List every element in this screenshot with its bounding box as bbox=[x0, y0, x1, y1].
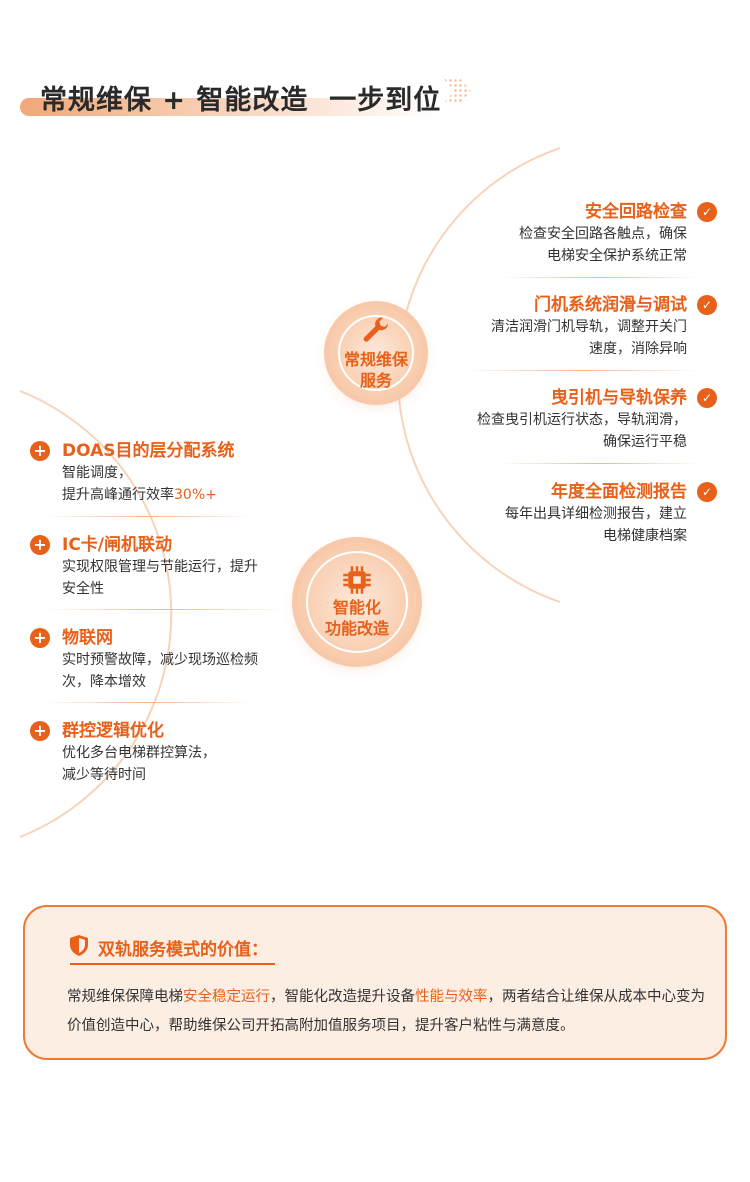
item-desc: 速度，消除异响 bbox=[589, 341, 687, 357]
item-title: 物联网 bbox=[62, 628, 113, 648]
regular-service-node: 常规维保 服务 bbox=[330, 307, 422, 399]
title-highlight-bar bbox=[20, 98, 440, 116]
regular-node-line2: 服务 bbox=[359, 371, 392, 390]
value-panel bbox=[23, 905, 727, 1060]
divider bbox=[45, 609, 285, 610]
divider bbox=[500, 277, 700, 278]
check-icon: ✓ bbox=[697, 388, 717, 408]
regular-node-line1: 常规维保 bbox=[343, 350, 408, 369]
regular-item-2: 门机系统润滑与调试 清洁润滑门机导轨，调整开关门 速度，消除异响 bbox=[491, 294, 687, 360]
item-desc: 减少等待时间 bbox=[62, 767, 146, 783]
text: 常规维保保障电梯 bbox=[67, 989, 183, 1005]
plus-icon: + bbox=[30, 628, 50, 648]
smart-item-1: DOAS目的层分配系统 智能调度， 提升高峰通行效率30%+ bbox=[62, 440, 235, 506]
item-desc: 确保运行平稳 bbox=[603, 434, 687, 450]
item-desc: 电梯安全保护系统正常 bbox=[547, 248, 687, 264]
item-title: DOAS目的层分配系统 bbox=[62, 441, 235, 461]
smart-item-4: 群控逻辑优化 优化多台电梯群控算法， 减少等待时间 bbox=[62, 720, 216, 786]
chip-icon bbox=[343, 566, 371, 594]
check-icon: ✓ bbox=[697, 482, 717, 502]
divider bbox=[500, 463, 700, 464]
smart-arc bbox=[19, 390, 173, 838]
item-desc: 智能调度， bbox=[62, 465, 132, 481]
plus-icon: + bbox=[30, 535, 50, 555]
item-desc: 安全性 bbox=[62, 581, 104, 597]
efficiency-highlight: 30%+ bbox=[174, 487, 217, 503]
smart-item-2: IC卡/闸机联动 实现权限管理与节能运行，提升 安全性 bbox=[62, 534, 258, 600]
smart-upgrade-node: 智能化 功能改造 bbox=[298, 543, 416, 661]
item-desc: 优化多台电梯群控算法， bbox=[62, 745, 216, 761]
divider bbox=[45, 516, 250, 517]
regular-item-4: 年度全面检测报告 每年出具详细检测报告，建立 电梯健康档案 bbox=[505, 481, 687, 547]
item-desc: 检查曳引机运行状态，导轨润滑， bbox=[477, 412, 687, 428]
item-desc: 清洁润滑门机导轨，调整开关门 bbox=[491, 319, 687, 335]
check-icon: ✓ bbox=[697, 295, 717, 315]
item-desc: 每年出具详细检测报告，建立 bbox=[505, 506, 687, 522]
regular-item-1: 安全回路检查 检查安全回路各触点，确保 电梯安全保护系统正常 bbox=[519, 201, 687, 267]
divider bbox=[45, 702, 250, 703]
check-icon: ✓ bbox=[697, 202, 717, 222]
wrench-icon bbox=[363, 317, 388, 342]
item-desc: 次，降本增效 bbox=[62, 674, 146, 690]
smart-item-3: 物联网 实时预警故障，减少现场巡检频 次，降本增效 bbox=[62, 627, 258, 693]
value-title: 双轨服务模式的价值： bbox=[98, 940, 268, 960]
divider bbox=[465, 370, 700, 371]
item-desc: 提升高峰通行效率30%+ bbox=[62, 484, 235, 506]
highlight-safety: 安全稳定运行 bbox=[183, 989, 270, 1005]
item-title: 群控逻辑优化 bbox=[62, 721, 164, 741]
item-title: 曳引机与导轨保养 bbox=[551, 388, 687, 408]
item-desc: 检查安全回路各触点，确保 bbox=[519, 226, 687, 242]
text: ，两者结合让维保从成本中心变为价值创造中心，帮助维保公司开拓高附加值服务项目，提… bbox=[67, 989, 705, 1034]
regular-item-3: 曳引机与导轨保养 检查曳引机运行状态，导轨润滑， 确保运行平稳 bbox=[477, 387, 687, 453]
text: ，智能化改造提升设备 bbox=[270, 989, 415, 1005]
item-title: IC卡/闸机联动 bbox=[62, 535, 173, 555]
plus-icon: + bbox=[30, 721, 50, 741]
page-title: 常规维保 + 智能改造 一步到位 bbox=[40, 85, 442, 116]
item-desc: 实现权限管理与节能运行，提升 bbox=[62, 559, 258, 575]
smart-node-line2: 功能改造 bbox=[324, 619, 389, 638]
item-title: 门机系统润滑与调试 bbox=[534, 295, 687, 315]
shield-icon bbox=[70, 935, 88, 956]
desc-text: 提升高峰通行效率 bbox=[62, 487, 174, 503]
plus-icon: + bbox=[30, 441, 50, 461]
smart-node-line1: 智能化 bbox=[332, 598, 381, 617]
item-title: 年度全面检测报告 bbox=[551, 482, 687, 502]
item-desc: 实时预警故障，减少现场巡检频 bbox=[62, 652, 258, 668]
item-desc: 电梯健康档案 bbox=[603, 528, 687, 544]
highlight-performance: 性能与效率 bbox=[415, 989, 488, 1005]
value-text: 常规维保保障电梯安全稳定运行，智能化改造提升设备性能与效率，两者结合让维保从成本… bbox=[67, 983, 707, 1041]
item-title: 安全回路检查 bbox=[585, 202, 687, 222]
title-underline bbox=[70, 963, 275, 965]
